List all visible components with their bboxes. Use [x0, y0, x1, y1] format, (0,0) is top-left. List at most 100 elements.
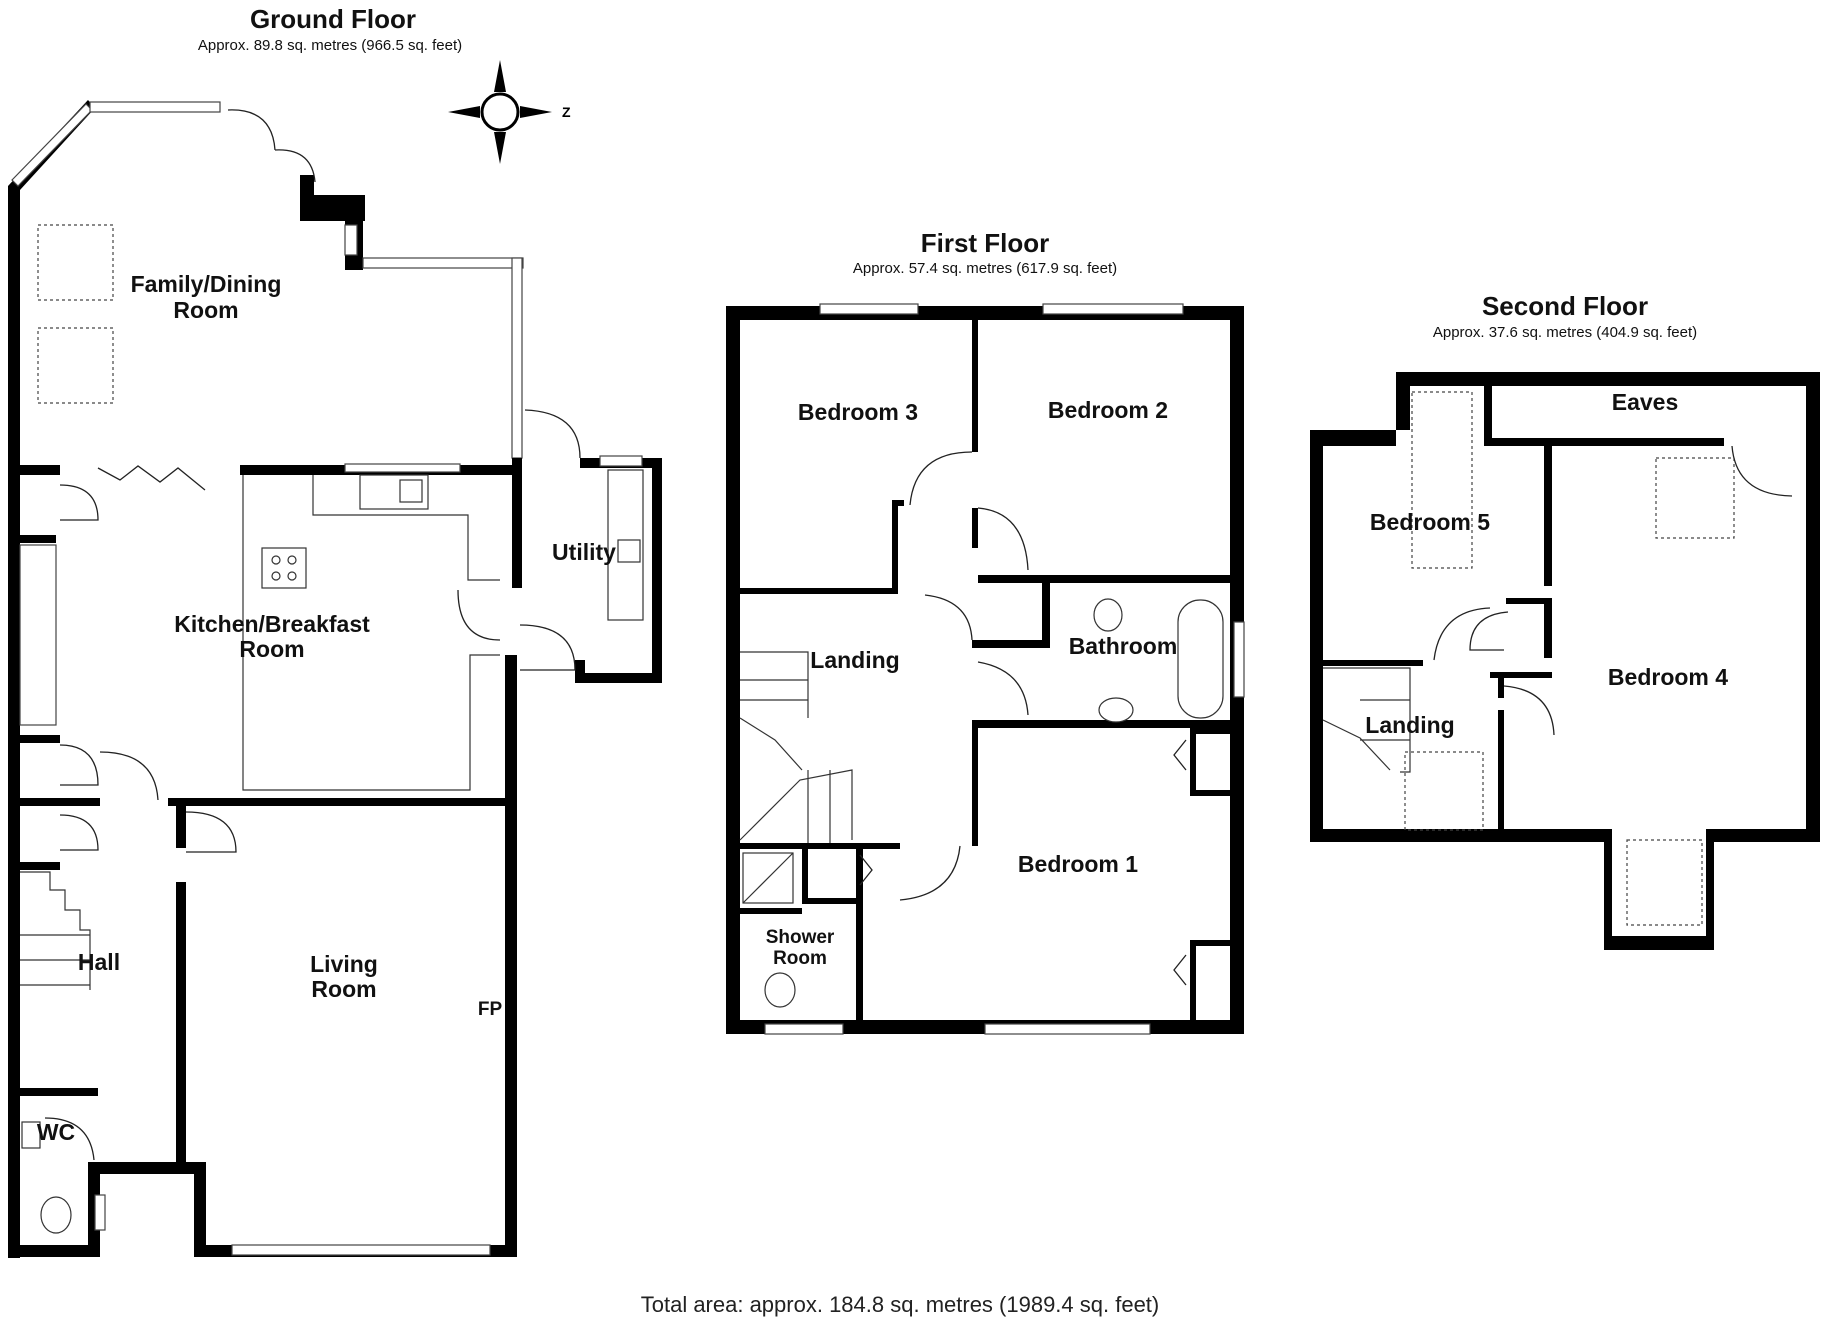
window-living — [231, 1244, 491, 1256]
skylight-icon — [1655, 457, 1735, 539]
wall-segment — [88, 1162, 100, 1257]
wall-segment — [1323, 660, 1423, 666]
wall-segment — [1490, 672, 1552, 678]
first-floor-heading: First Floor Approx. 57.4 sq. metres (617… — [853, 228, 1117, 277]
door-icon — [1173, 954, 1187, 986]
wall-segment — [802, 849, 808, 904]
staircase-icon — [739, 651, 853, 843]
compass-icon: Z — [448, 60, 571, 164]
hob-icon — [261, 547, 307, 589]
wall-segment — [1190, 940, 1230, 946]
wall-segment — [8, 1245, 96, 1257]
tspan: Kitchen/Breakfast — [174, 611, 370, 637]
wall-segment — [580, 673, 662, 683]
room-label-wc: WC — [37, 1119, 75, 1145]
tspan: Shower — [766, 927, 835, 948]
tspan: Room — [311, 976, 376, 1002]
rect — [399, 479, 423, 503]
window-family-east — [362, 257, 524, 269]
window-kitchen — [344, 463, 461, 473]
wall-segment — [1190, 728, 1230, 734]
door-icon — [519, 624, 576, 671]
door-icon — [977, 507, 1029, 571]
wall-segment — [652, 458, 662, 683]
room-label-bedroom5: Bedroom 5 — [1370, 509, 1490, 535]
wall-segment — [88, 1162, 206, 1174]
tspan: Room — [239, 636, 304, 662]
window-bedroom1 — [984, 1023, 1151, 1035]
first-floor-plan: Bedroom 3 Bedroom 2 Landing Bathroom Bed… — [726, 303, 1245, 1035]
wall-segment — [740, 843, 900, 849]
french-doors-icon — [227, 109, 316, 183]
wall-west — [8, 186, 20, 1258]
tspan: Family/Dining — [131, 271, 282, 297]
door-icon — [185, 811, 237, 853]
wall-segment — [20, 465, 60, 475]
wall-segment — [740, 588, 892, 594]
door-icon — [909, 451, 973, 506]
ground-floor-heading: Ground Floor Approx. 89.8 sq. metres (96… — [198, 4, 462, 54]
door-icon — [1731, 445, 1793, 497]
line — [739, 717, 803, 771]
wall-segment — [505, 655, 517, 1255]
skylight-icon — [37, 327, 114, 404]
second-floor-area: Approx. 37.6 sq. metres (404.9 sq. feet) — [1433, 324, 1697, 341]
toilet-icon — [1093, 598, 1123, 632]
door-icon — [1503, 685, 1555, 736]
bifold-doors-icon — [97, 465, 206, 491]
wall-notch-side — [300, 175, 314, 215]
door-icon — [59, 814, 99, 851]
room-label-utility: Utility — [552, 539, 616, 565]
wall-segment — [1544, 446, 1552, 586]
room-label-bedroom1: Bedroom 1 — [1018, 851, 1138, 877]
wall-segment — [978, 575, 1230, 583]
wall-segment — [1484, 386, 1492, 444]
door-icon — [1433, 607, 1491, 661]
room-label-bedroom3: Bedroom 3 — [798, 399, 918, 425]
line — [742, 852, 794, 904]
wall-segment — [1190, 940, 1196, 1020]
tspan: Room — [773, 948, 827, 969]
staircase-icon — [1322, 667, 1411, 773]
window-bay-top — [89, 101, 221, 113]
wall-segment — [1190, 790, 1230, 796]
wall-segment — [176, 882, 186, 1172]
window-notch — [344, 224, 358, 256]
window-bedroom2 — [1042, 303, 1184, 315]
door-icon — [44, 1117, 95, 1161]
window-bedroom3 — [819, 303, 919, 315]
wall-segment — [972, 320, 978, 452]
wall-segment — [20, 735, 60, 743]
door-icon — [457, 589, 501, 641]
room-label-eaves: Eaves — [1612, 389, 1679, 415]
second-floor-plan: Eaves Bedroom 5 Bedroom 4 Landing — [1310, 372, 1820, 950]
circle — [287, 555, 297, 565]
line — [242, 475, 500, 791]
wall-segment — [20, 1088, 98, 1096]
compass-label: Z — [562, 104, 571, 120]
ground-floor-title: Ground Floor — [250, 4, 416, 34]
wall-segment — [1190, 728, 1196, 796]
room-label-landing-first: Landing — [810, 647, 899, 673]
wall-segment — [512, 458, 522, 588]
staircase-icon — [20, 871, 91, 990]
wall-segment — [856, 849, 863, 1020]
first-floor-area: Approx. 57.4 sq. metres (617.9 sq. feet) — [853, 260, 1117, 277]
window-shower — [764, 1023, 844, 1035]
bath-icon — [1177, 599, 1224, 719]
skylight-icon — [1411, 391, 1473, 569]
wall-segment — [972, 720, 1230, 728]
wall-segment — [168, 798, 513, 806]
wall-segment — [892, 500, 904, 506]
wall-segment — [575, 660, 585, 683]
wall-segment — [740, 908, 802, 914]
line — [1323, 667, 1411, 773]
wall-segment — [1498, 678, 1504, 698]
wall-segment — [1506, 598, 1546, 604]
skylight-icon — [37, 224, 114, 301]
circle — [271, 571, 281, 581]
line — [1322, 719, 1391, 771]
line — [739, 769, 853, 841]
